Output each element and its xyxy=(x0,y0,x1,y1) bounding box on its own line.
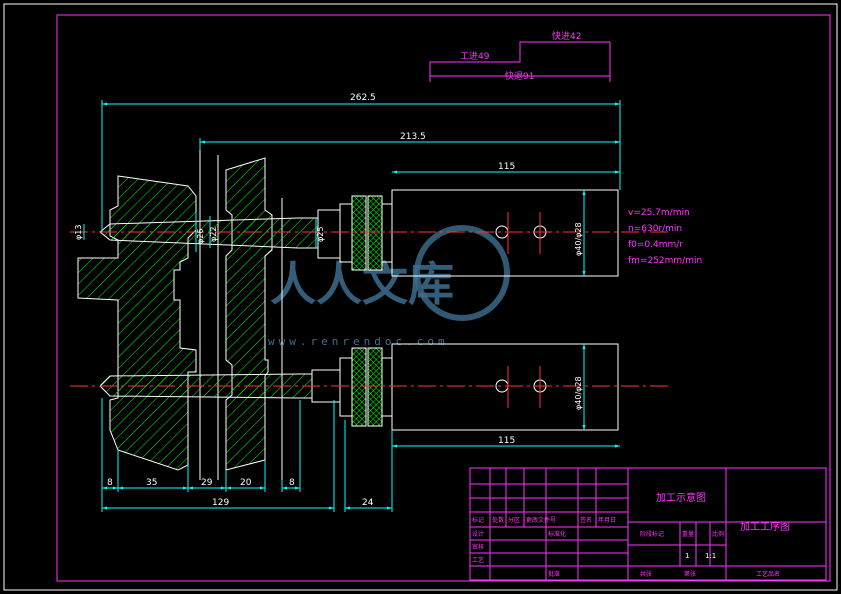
dia-40-28-bottom: φ40/φ28 xyxy=(574,376,583,410)
tb-row-label-5: 年月日 xyxy=(598,516,616,524)
tb-approve: 批准 xyxy=(548,570,560,578)
tb-craft: 工艺 xyxy=(472,556,484,564)
top-collar xyxy=(339,203,353,263)
tb-row-label-4: 签名 xyxy=(580,516,592,524)
tb-total: 共张 xyxy=(640,570,652,578)
param-v: v=25.7m/min xyxy=(628,208,690,218)
watermark-url-text: www.renrendoc.com xyxy=(268,335,449,348)
tb-sheet: 第张 xyxy=(684,570,696,578)
bottom-collar-2 xyxy=(381,357,393,417)
fast-forward-label: 快进42 xyxy=(552,30,581,42)
top-drill xyxy=(99,217,319,249)
dim-mid: 213.5 xyxy=(400,132,426,142)
dim-bottom-1: 35 xyxy=(146,478,157,488)
dia-22: φ22 xyxy=(209,227,218,242)
dim-bottom-3: 20 xyxy=(240,478,252,488)
dim-body-bottom: 115 xyxy=(498,436,515,446)
dim-bottom-0: 8 xyxy=(107,478,113,488)
fixture-left-block xyxy=(77,175,197,471)
top-tool-assembly xyxy=(99,189,619,277)
bottom-knurl-2 xyxy=(367,347,383,427)
dim-body-top: 115 xyxy=(498,162,515,172)
bottom-drill xyxy=(99,373,313,399)
tb-weight: 重量 xyxy=(682,530,694,538)
tb-row-label-1: 处数 xyxy=(492,516,504,524)
dim-total-bottom: 129 xyxy=(212,498,229,508)
fixture-body xyxy=(77,150,283,480)
param-n: n=630r/min xyxy=(628,224,682,234)
dia-26: φ26 xyxy=(196,229,205,244)
param-f0: f0=0.4mm/r xyxy=(628,240,683,250)
dim-bottom-2: 29 xyxy=(201,478,213,488)
tb-qty-value: 1 xyxy=(685,552,689,560)
top-knurl-1 xyxy=(351,195,367,271)
tb-firm: 工艺品名 xyxy=(756,570,780,578)
stroke-diagram: 快进42 工进49 快退91 xyxy=(429,30,611,82)
tb-row-label-0: 标记 xyxy=(472,516,484,524)
tb-scale-value: 1:1 xyxy=(705,552,716,560)
tb-right-title: 加工工序图 xyxy=(740,520,790,533)
dim-right-bottom: 24 xyxy=(362,498,374,508)
dia-40-28-top: φ40/φ28 xyxy=(574,222,583,256)
dim-overall: 262.5 xyxy=(350,93,376,103)
tb-row-label-2: 分区 xyxy=(508,516,520,524)
dia-13: φ13 xyxy=(74,225,83,240)
bottom-spindle-body xyxy=(391,343,619,431)
fast-return-label: 快退91 xyxy=(505,70,534,82)
bottom-collar xyxy=(339,357,353,417)
tb-design: 设计 xyxy=(472,530,484,538)
work-feed-label: 工进49 xyxy=(460,51,490,62)
tb-check: 审核 xyxy=(472,543,484,551)
tb-row-label-3: 更改文件号 xyxy=(526,516,556,524)
dimensions xyxy=(83,100,621,512)
tb-stage: 阶段标记 xyxy=(640,530,664,538)
title-block xyxy=(469,467,827,581)
fixture-plate xyxy=(225,157,273,471)
top-knurl-2 xyxy=(367,195,383,271)
bottom-tool-assembly xyxy=(99,343,619,431)
tb-scale: 比例 xyxy=(712,530,724,538)
bottom-knurl-1 xyxy=(351,347,367,427)
tb-standard: 标准化 xyxy=(548,530,566,538)
outer-frame xyxy=(3,3,838,591)
inner-frame xyxy=(56,14,831,582)
top-collar-2 xyxy=(381,203,393,263)
dia-25: φ25 xyxy=(316,227,325,242)
watermark-logo-circle xyxy=(414,225,510,321)
dim-bottom-4: 8 xyxy=(289,478,295,488)
tb-left-title: 加工示意图 xyxy=(656,491,706,504)
top-spindle-body xyxy=(391,189,619,277)
param-fm: fm=252mm/min xyxy=(628,256,702,266)
